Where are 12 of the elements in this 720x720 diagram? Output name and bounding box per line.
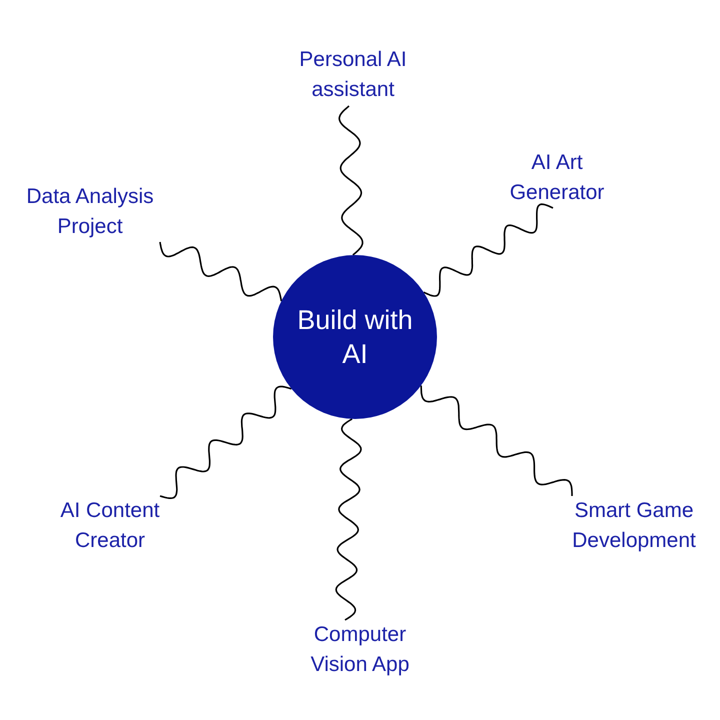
topic-label: Data Analysis Project [5,182,175,242]
wavy-line [423,203,554,297]
topic-label: AI Art Generator [492,148,622,208]
wavy-line [159,242,282,302]
wavy-line [338,105,364,256]
topic-label: Personal AI assistant [283,44,423,106]
wavy-line [335,418,362,621]
topic-label: AI Content Creator [40,496,180,556]
wavy-line [160,386,292,499]
wavy-line [420,385,573,496]
topic-label: Smart Game Development [553,496,715,556]
topic-label: Computer Vision App [290,620,430,680]
